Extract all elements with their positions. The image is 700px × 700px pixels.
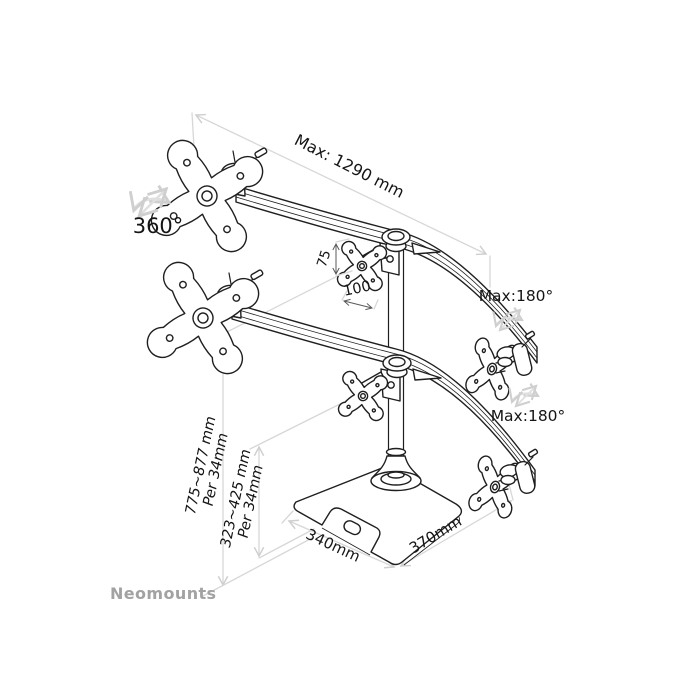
base-plate bbox=[293, 464, 463, 566]
pole-collar bbox=[385, 447, 407, 457]
label-tilt-top: Max:180° bbox=[479, 287, 554, 305]
label-vesa-75: 75 bbox=[314, 248, 335, 269]
vesa-dimension-marks bbox=[336, 238, 379, 309]
vesa-plate-center-lower bbox=[337, 370, 389, 422]
cable-slot-tab bbox=[343, 520, 362, 536]
tilt-arrow-bottom-icon bbox=[512, 386, 538, 406]
label-tilt-bottom: Max:180° bbox=[491, 407, 566, 425]
label-swivel-360: 360° bbox=[133, 214, 184, 238]
label-max-width: Max: 1290 mm bbox=[291, 130, 407, 202]
label-vesa-100: 100 bbox=[342, 278, 372, 299]
brand-logo: Neomounts bbox=[110, 584, 216, 603]
lower-crossbar bbox=[143, 258, 538, 519]
upper-crossbar bbox=[147, 136, 538, 401]
